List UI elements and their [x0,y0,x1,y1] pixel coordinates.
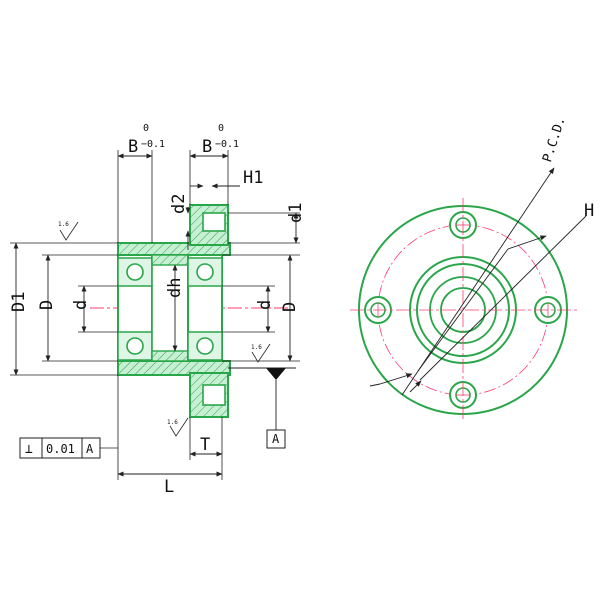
dim-d-left-label: d [71,300,91,310]
datum-a-symbol: A [228,367,296,449]
flange-top-hole [202,212,226,232]
dim-d2-label: d2 [169,194,189,214]
spacer-top [151,254,189,266]
dim-D-left-label: D [37,300,57,310]
svg-text:1.6: 1.6 [251,344,262,351]
dim-D-right-label: D [280,302,300,312]
svg-text:1.6: 1.6 [167,419,178,426]
bearing-left [117,254,153,362]
roughness-mark-bottom: 1.6 [167,417,189,437]
dim-h1-label: H1 [243,168,263,188]
tol-upper-left: 0 [143,123,149,134]
dim-b-right-label: B [202,137,212,157]
fcf-symbol: ⊥ [25,442,33,457]
front-view: P.C.D. H [350,115,594,422]
extension-lines [10,150,300,480]
dim-l-label: L [164,477,174,497]
spacer-bottom [151,350,189,362]
tol-upper-right: 0 [218,123,224,134]
roughness-mark-top: 1.6 [58,221,79,241]
dimension-lines [13,153,299,477]
dim-D1-label: D1 [9,292,29,312]
front-leaders [369,167,587,396]
svg-text:1.6: 1.6 [58,221,69,228]
dim-d-right-label: d [255,300,275,310]
feature-control-frame: ⊥ 0.01 A [19,437,118,459]
dim-b-left-label: B [128,137,138,157]
fcf-value: 0.01 [46,442,75,456]
dim-t-label: T [200,435,210,455]
datum-a-label: A [272,432,280,446]
tol-lower-right: −0.1 [215,139,239,150]
roughness-mark-right: 1.6 [251,343,271,363]
fcf-datum: A [86,442,94,456]
dim-dh-label: dh [165,278,185,298]
h-label: H [584,201,594,221]
spacer [151,254,189,362]
tol-lower-left: −0.1 [141,139,165,150]
dim-d1-label: d1 [286,203,306,223]
bearing-right [187,254,223,362]
flange-bottom-hole [202,384,226,406]
section-view: B 0 −0.1 B 0 −0.1 H1 d2 d1 D1 D d dh d D… [9,123,306,497]
pcd-label: P.C.D. [540,115,569,164]
